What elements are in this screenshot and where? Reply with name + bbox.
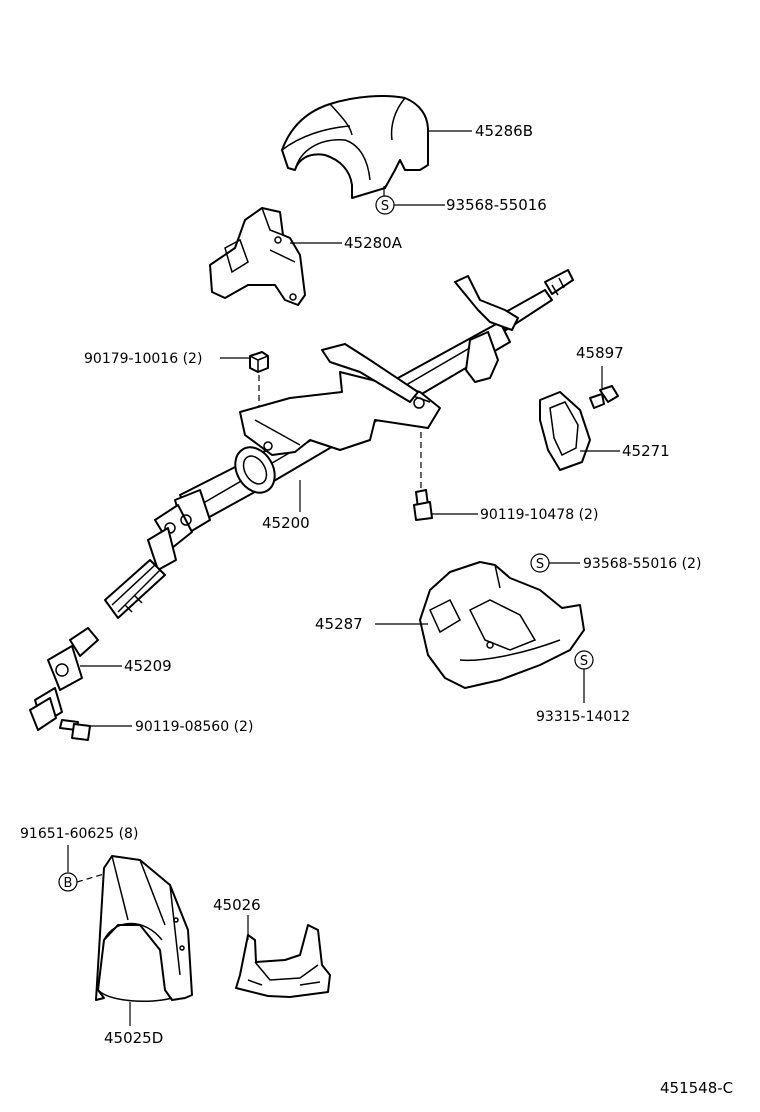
label-45200: 45200 — [262, 514, 310, 532]
lower-column-cover-part — [419, 561, 585, 689]
label-45287: 45287 — [315, 615, 363, 633]
label-91651-60625: 91651-60625 (8) — [20, 826, 138, 842]
label-45897: 45897 — [576, 344, 624, 362]
upper-column-cover-part — [281, 95, 429, 199]
label-45025D: 45025D — [104, 1029, 163, 1047]
symbol-b: B — [58, 872, 78, 892]
symbol-s-2: S — [530, 553, 550, 573]
dashed-guide-boot — [76, 873, 105, 883]
svg-text:S: S — [580, 654, 588, 669]
plate-part — [539, 391, 591, 471]
intermediate-shaft-part — [29, 627, 99, 731]
label-45026: 45026 — [213, 896, 261, 914]
label-90119-10478: 90119-10478 (2) — [480, 507, 598, 523]
nut-part — [249, 351, 269, 373]
label-93315-14012: 93315-14012 — [536, 709, 630, 725]
label-45286B: 45286B — [475, 122, 533, 140]
svg-text:S: S — [381, 199, 389, 214]
label-45271: 45271 — [622, 442, 670, 460]
symbol-s-3: S — [574, 650, 594, 670]
label-93568-55016-2: 93568-55016 (2) — [583, 556, 701, 572]
column-boot-part — [95, 855, 193, 1003]
small-bolt-part — [59, 719, 91, 741]
steering-column-part — [104, 269, 574, 619]
boot-bracket-part — [235, 924, 331, 998]
label-45209: 45209 — [124, 657, 172, 675]
bolt-part — [413, 489, 433, 521]
ignition-housing-part — [209, 207, 306, 306]
diagram-id: 451548-C — [660, 1079, 733, 1097]
pin-part — [589, 385, 619, 409]
svg-text:B: B — [64, 876, 73, 891]
label-90179-10016: 90179-10016 (2) — [84, 351, 202, 367]
svg-text:S: S — [536, 557, 544, 572]
label-45280A: 45280A — [344, 234, 403, 252]
label-90119-08560: 90119-08560 (2) — [135, 719, 253, 735]
label-93568-55016: 93568-55016 — [446, 196, 547, 214]
